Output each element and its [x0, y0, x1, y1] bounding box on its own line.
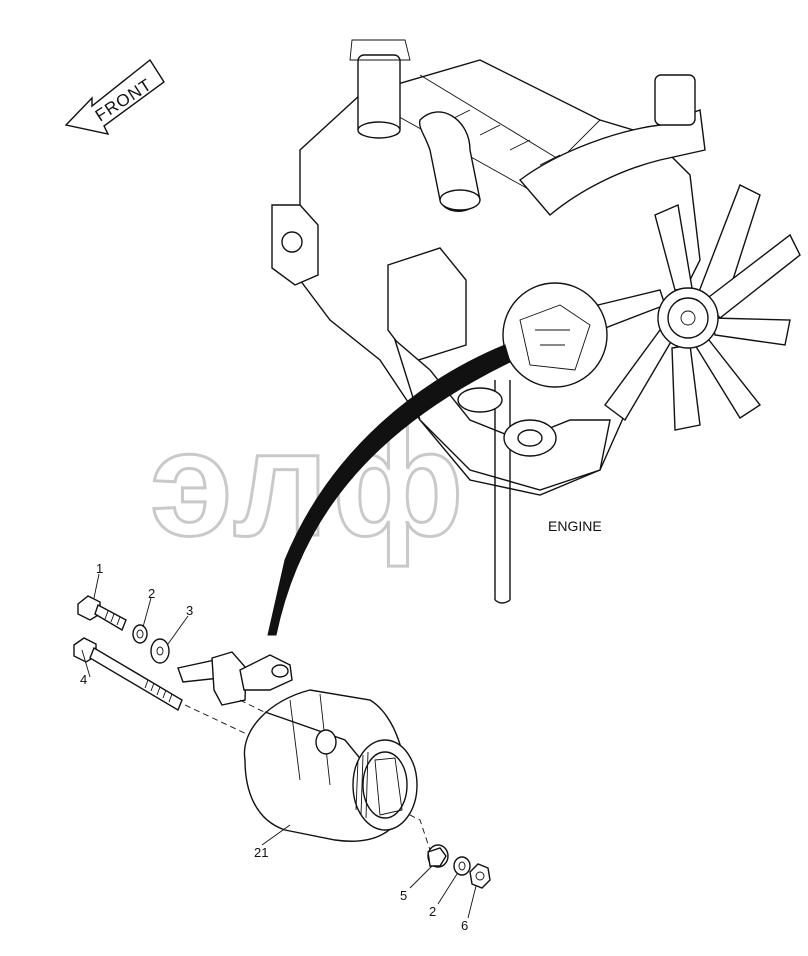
fan	[597, 184, 801, 431]
part-4-long-bolt	[73, 637, 183, 712]
adjusting-rod	[177, 651, 293, 706]
callout-5: 5	[400, 888, 407, 903]
part-3-washer	[150, 638, 170, 664]
callout-1: 1	[96, 561, 103, 576]
part-6-nut	[469, 863, 491, 889]
detail-leader	[267, 344, 511, 636]
engine-label: ENGINE	[548, 518, 602, 534]
callout-21: 21	[254, 845, 268, 860]
callout-2-top: 2	[148, 586, 155, 601]
part-2-washer-bottom	[453, 856, 471, 876]
part-5-spacer	[427, 844, 449, 868]
part-21-alternator	[243, 689, 418, 842]
callout-4: 4	[80, 672, 87, 687]
callout-6: 6	[461, 918, 468, 933]
callout-2-bottom: 2	[429, 904, 436, 919]
callout-3: 3	[186, 603, 193, 618]
part-2-washer-top	[132, 624, 148, 644]
part-1-bolt	[77, 595, 127, 632]
engine-illustration	[271, 39, 801, 604]
front-direction-arrow: FRONT	[64, 58, 165, 135]
